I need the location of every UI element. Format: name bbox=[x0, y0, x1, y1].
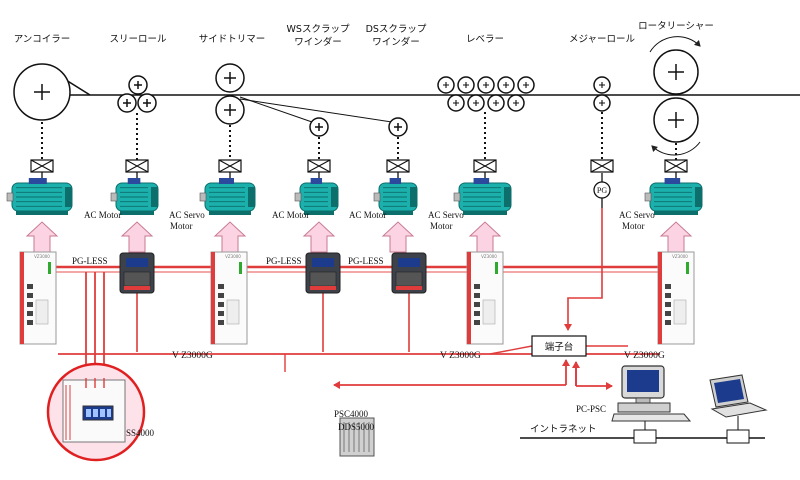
motor-label-5a: AC Servo bbox=[428, 210, 464, 220]
power-arrow bbox=[25, 221, 59, 253]
power-arrow bbox=[120, 221, 154, 253]
network-lines bbox=[26, 208, 665, 390]
pc-psc: PC-PSC bbox=[576, 365, 692, 422]
coupling-icon bbox=[218, 159, 242, 180]
side-trimmer-rolls bbox=[215, 63, 245, 125]
rolls bbox=[13, 36, 701, 156]
coupling-icon bbox=[664, 159, 688, 180]
motor-icon bbox=[110, 178, 159, 215]
station-labels: アンコイラー スリーロール サイドトリマー WSスクラップ ワインダー DSスク… bbox=[14, 21, 714, 48]
vz3000-drive: VZ3000 bbox=[657, 251, 695, 345]
station-label-ds-winder: ワインダー bbox=[372, 36, 420, 48]
shafts bbox=[41, 112, 677, 160]
vz3000-drive: VZ3000 bbox=[19, 251, 57, 345]
motor-label-3: AC Motor bbox=[272, 210, 309, 220]
psc-label: PSC4000 bbox=[334, 409, 369, 419]
ds-winder-reel bbox=[388, 117, 408, 137]
svg-text:VZ3000: VZ3000 bbox=[481, 254, 497, 259]
ws-winder-reel bbox=[309, 117, 329, 137]
station-label-side-trimmer: サイドトリマー bbox=[199, 34, 266, 45]
laptop bbox=[709, 374, 768, 418]
motor-icon bbox=[6, 178, 73, 215]
drive-labels: PG-LESS PG-LESS PG-LESS V Z3000G V Z3000… bbox=[72, 256, 665, 361]
measure-roll bbox=[593, 76, 611, 112]
power-arrow bbox=[302, 221, 336, 253]
motor-label-1: AC Motor bbox=[84, 210, 121, 220]
motor-icon bbox=[373, 178, 418, 215]
pg-encoder: PG bbox=[593, 173, 611, 208]
pg-less-inverter bbox=[391, 252, 427, 294]
power-arrow bbox=[659, 221, 693, 253]
uncoiler-roll bbox=[13, 63, 71, 121]
station-label-leveler: レベラー bbox=[466, 34, 504, 45]
motor-labels: AC Motor AC Servo Motor AC Motor AC Moto… bbox=[84, 210, 655, 231]
pg-less-inverter bbox=[305, 252, 341, 294]
terminal-label: 端子台 bbox=[545, 341, 574, 353]
coupling-icon bbox=[307, 159, 331, 180]
svg-text:VZ3000: VZ3000 bbox=[34, 254, 50, 259]
power-arrow bbox=[381, 221, 415, 253]
motor-label-6b: Motor bbox=[622, 221, 645, 231]
three-roll bbox=[117, 75, 157, 113]
power-arrow bbox=[213, 221, 247, 253]
intranet-label: イントラネット bbox=[530, 424, 597, 435]
vz-label-1: V Z3000G bbox=[172, 351, 213, 361]
motor-icon bbox=[199, 178, 256, 215]
vz3000-drive: VZ3000 bbox=[210, 251, 248, 345]
motor-icon bbox=[294, 178, 339, 215]
couplings bbox=[30, 159, 688, 180]
motor-icon bbox=[453, 178, 512, 215]
intranet: イントラネット bbox=[520, 416, 765, 444]
pg-less-label-1: PG-LESS bbox=[72, 256, 108, 266]
pg-less-drives bbox=[119, 252, 427, 294]
coupling-icon bbox=[30, 159, 54, 180]
coupling-icon bbox=[125, 159, 149, 180]
power-arrows bbox=[25, 221, 693, 253]
station-label-three-roll: スリーロール bbox=[109, 34, 167, 45]
terminal-block: 端子台 bbox=[531, 335, 587, 357]
station-label-uncoiler: アンコイラー bbox=[14, 34, 71, 45]
motors bbox=[6, 178, 703, 215]
ss4000-unit: SS4000 bbox=[46, 362, 155, 462]
pg-less-inverter bbox=[119, 252, 155, 294]
vz-label-2: V Z3000G bbox=[440, 351, 481, 361]
pg-label: PG bbox=[597, 186, 607, 195]
motor-label-5b: Motor bbox=[430, 221, 453, 231]
coupling-icon bbox=[590, 159, 614, 173]
station-label-ws-winder: ワインダー bbox=[294, 36, 342, 48]
station-label-rotary-shear: ロータリーシャー bbox=[638, 21, 714, 32]
vz3000-drive: VZ3000 bbox=[466, 251, 504, 345]
psc-dds-unit: PSC4000 DDS5000 bbox=[334, 409, 375, 457]
coupling-icon bbox=[473, 159, 497, 180]
scrap-lines bbox=[239, 96, 393, 123]
station-label-ws-scrap: WSスクラップ bbox=[287, 24, 350, 35]
pg-less-label-3: PG-LESS bbox=[348, 256, 384, 266]
pc-label: PC-PSC bbox=[576, 404, 606, 414]
ss4000-label: SS4000 bbox=[126, 428, 155, 438]
svg-text:VZ3000: VZ3000 bbox=[672, 254, 688, 259]
power-arrow bbox=[468, 221, 502, 253]
motor-icon bbox=[644, 178, 703, 215]
leveler-rolls bbox=[437, 76, 535, 112]
svg-text:VZ3000: VZ3000 bbox=[225, 254, 241, 259]
motor-label-4: AC Motor bbox=[349, 210, 386, 220]
dds-label: DDS5000 bbox=[338, 422, 375, 432]
rotary-shear bbox=[649, 36, 701, 156]
motor-label-2b: Motor bbox=[170, 221, 193, 231]
motor-label-6a: AC Servo bbox=[619, 210, 655, 220]
motor-label-2a: AC Servo bbox=[169, 210, 205, 220]
coupling-icon bbox=[386, 159, 410, 180]
pg-less-label-2: PG-LESS bbox=[266, 256, 302, 266]
station-label-measure-roll: メジャーロール bbox=[569, 34, 636, 45]
vz-label-3: V Z3000G bbox=[624, 351, 665, 361]
vz-drives: VZ3000 VZ3000 VZ3000 VZ3000 bbox=[19, 251, 695, 345]
station-label-ds-scrap: DSスクラップ bbox=[366, 24, 427, 35]
